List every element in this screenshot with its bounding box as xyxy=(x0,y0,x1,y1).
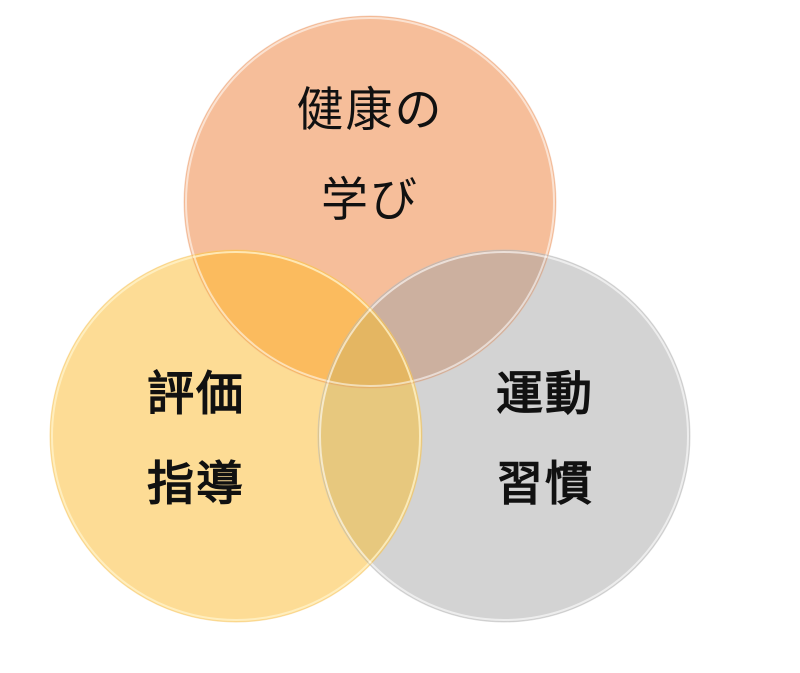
overlap-top-right xyxy=(318,250,556,388)
rim-top xyxy=(185,17,555,387)
label-evaluation-guidance: 評価 指導 xyxy=(96,350,296,530)
label-top-line-2: 学び xyxy=(321,173,419,228)
rim-left xyxy=(51,251,421,621)
outline-left xyxy=(49,249,423,623)
label-health-learning: 健康の 学び xyxy=(270,66,470,246)
label-left-line-1: 評価 xyxy=(147,367,245,422)
outline-top xyxy=(183,15,557,389)
label-right-line-1: 運動 xyxy=(496,367,594,422)
label-top-line-1: 健康の xyxy=(296,83,444,138)
label-exercise-habit: 運動 習慣 xyxy=(445,350,645,530)
rim-right xyxy=(319,251,689,621)
overlap-top-left xyxy=(184,250,422,388)
outline-right xyxy=(317,249,691,623)
label-left-line-2: 指導 xyxy=(147,457,245,512)
label-right-line-2: 習慣 xyxy=(496,457,594,512)
